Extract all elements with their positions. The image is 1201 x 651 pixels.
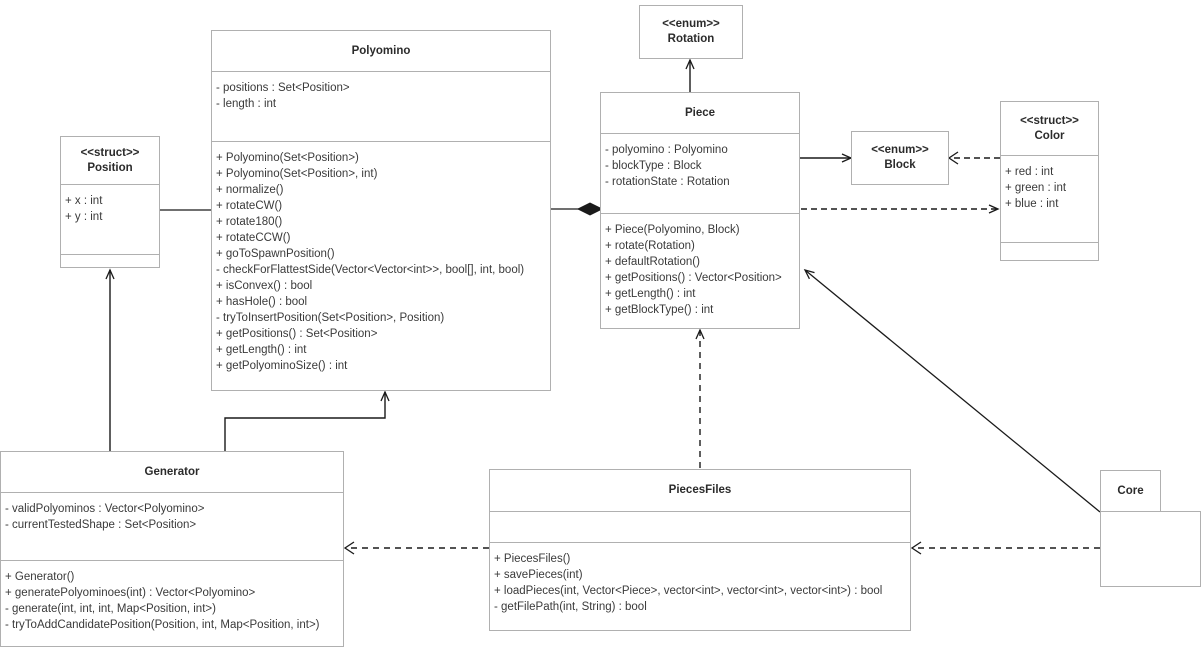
- class-attributes-color: + red : int + green : int + blue : int: [1001, 155, 1098, 242]
- class-stereotype-position: <<struct>>: [80, 146, 140, 159]
- class-title-position: <<struct>> Position: [61, 137, 159, 184]
- method: + defaultRotation(): [605, 256, 700, 268]
- class-box-position[interactable]: <<struct>> Position + x : int + y : int: [60, 136, 160, 268]
- attribute: - validPolyominos : Vector<Polyomino>: [5, 503, 205, 515]
- class-title-rotation: <<enum>> Rotation: [640, 6, 742, 58]
- method: + savePieces(int): [494, 568, 583, 581]
- method: + loadPieces(int, Vector<Piece>, vector<…: [494, 584, 883, 597]
- method: + Generator(): [5, 570, 75, 583]
- method: + hasHole() : bool: [216, 296, 308, 308]
- class-methods-generator: + Generator() + generatePolyominoes(int)…: [1, 559, 343, 647]
- class-attributes-generator: - validPolyominos : Vector<Polyomino> - …: [1, 492, 343, 560]
- class-title-color: <<struct>> Color: [1001, 102, 1098, 155]
- class-stereotype-rotation: <<enum>>: [662, 18, 720, 30]
- method: + rotate180(): [216, 216, 283, 228]
- class-stereotype-color: <<struct>>: [1020, 114, 1079, 127]
- class-title-core: Core: [1101, 471, 1160, 512]
- edge-piece-polyomino: [551, 202, 604, 216]
- attribute: - blockType : Block: [605, 160, 702, 172]
- method: + getPolyominoSize() : int: [216, 360, 348, 372]
- edge-color-block: [947, 151, 1000, 165]
- method: + isConvex() : bool: [216, 280, 313, 292]
- attribute: - positions : Set<Position>: [216, 82, 350, 94]
- class-box-core-body[interactable]: [1100, 511, 1201, 587]
- method: - tryToInsertPosition(Set<Position>, Pos…: [216, 312, 445, 324]
- class-methods-position: [61, 253, 159, 268]
- class-box-rotation[interactable]: <<enum>> Rotation: [639, 5, 743, 59]
- class-box-color[interactable]: <<struct>> Color + red : int + green : i…: [1000, 101, 1099, 261]
- method: + rotateCCW(): [216, 232, 291, 244]
- class-box-piece[interactable]: Piece - polyomino : Polyomino - blockTyp…: [600, 92, 800, 329]
- class-box-block[interactable]: <<enum>> Block: [851, 131, 949, 185]
- class-name-color: Color: [1034, 129, 1065, 142]
- class-methods-color: [1001, 242, 1098, 260]
- class-box-generator[interactable]: Generator - validPolyominos : Vector<Pol…: [0, 451, 344, 647]
- method: + Piece(Polyomino, Block): [605, 224, 740, 236]
- class-name-position: Position: [87, 161, 133, 174]
- edge-core-piecesfiles: [910, 541, 1100, 555]
- edge-piecesfiles-generator: [343, 541, 489, 555]
- class-name-block: Block: [884, 159, 916, 171]
- method: + rotate(Rotation): [605, 240, 695, 252]
- method: + PiecesFiles(): [494, 552, 571, 565]
- method: + rotateCW(): [216, 200, 283, 212]
- class-methods-piecesfiles: + PiecesFiles() + savePieces(int) + load…: [490, 541, 910, 631]
- class-attributes-piece: - polyomino : Polyomino - blockType : Bl…: [601, 133, 799, 213]
- attribute: + x : int: [65, 195, 103, 207]
- class-attributes-position: + x : int + y : int: [61, 184, 159, 254]
- method: + getPositions() : Set<Position>: [216, 328, 378, 340]
- method: + normalize(): [216, 184, 284, 196]
- class-name-piece: Piece: [684, 106, 716, 119]
- attribute: + y : int: [65, 211, 103, 223]
- class-title-generator: Generator: [1, 452, 343, 492]
- class-box-core-header[interactable]: Core: [1100, 470, 1161, 512]
- method: - tryToAddCandidatePosition(Position, in…: [5, 618, 320, 631]
- method: + goToSpawnPosition(): [216, 248, 335, 260]
- method: + Polyomino(Set<Position>, int): [216, 168, 378, 180]
- attribute: - currentTestedShape : Set<Position>: [5, 519, 197, 531]
- class-name-piecesfiles: PiecesFiles: [668, 484, 732, 496]
- method: - getFilePath(int, String) : bool: [494, 600, 647, 613]
- attribute: - polyomino : Polyomino: [605, 144, 728, 156]
- method: + generatePolyominoes(int) : Vector<Poly…: [5, 586, 256, 599]
- method: + getPositions() : Vector<Position>: [605, 272, 782, 284]
- class-name-core: Core: [1117, 485, 1144, 497]
- edge-generator-polyomino: [224, 390, 390, 451]
- class-title-piece: Piece: [601, 93, 799, 133]
- method: + getBlockType() : int: [605, 304, 714, 316]
- method: - generate(int, int, int, Map<Position, …: [5, 602, 216, 615]
- class-title-polyomino: Polyomino: [212, 31, 550, 71]
- class-box-piecesfiles[interactable]: PiecesFiles + PiecesFiles() + savePieces…: [489, 469, 911, 631]
- method: - checkForFlattestSide(Vector<Vector<int…: [216, 264, 525, 276]
- attribute: - rotationState : Rotation: [605, 176, 730, 188]
- method: + Polyomino(Set<Position>): [216, 152, 359, 164]
- method: + getLength() : int: [605, 288, 696, 300]
- class-name-polyomino: Polyomino: [351, 44, 411, 57]
- class-title-block: <<enum>> Block: [852, 132, 948, 184]
- class-attributes-polyomino: - positions : Set<Position> - length : i…: [212, 71, 550, 141]
- class-methods-piece: + Piece(Polyomino, Block) + rotate(Rotat…: [601, 213, 799, 328]
- class-box-polyomino[interactable]: Polyomino - positions : Set<Position> - …: [211, 30, 551, 391]
- attribute: + blue : int: [1005, 198, 1059, 210]
- class-methods-polyomino: + Polyomino(Set<Position>) + Polyomino(S…: [212, 141, 550, 390]
- class-title-piecesfiles: PiecesFiles: [490, 470, 910, 511]
- method: + getLength() : int: [216, 344, 307, 356]
- class-name-generator: Generator: [144, 465, 200, 478]
- attribute: + red : int: [1005, 166, 1054, 178]
- attribute: - length : int: [216, 98, 277, 110]
- attribute: + green : int: [1005, 182, 1067, 194]
- class-name-rotation: Rotation: [667, 33, 715, 45]
- class-attributes-piecesfiles: [490, 511, 910, 542]
- class-stereotype-block: <<enum>>: [871, 144, 929, 156]
